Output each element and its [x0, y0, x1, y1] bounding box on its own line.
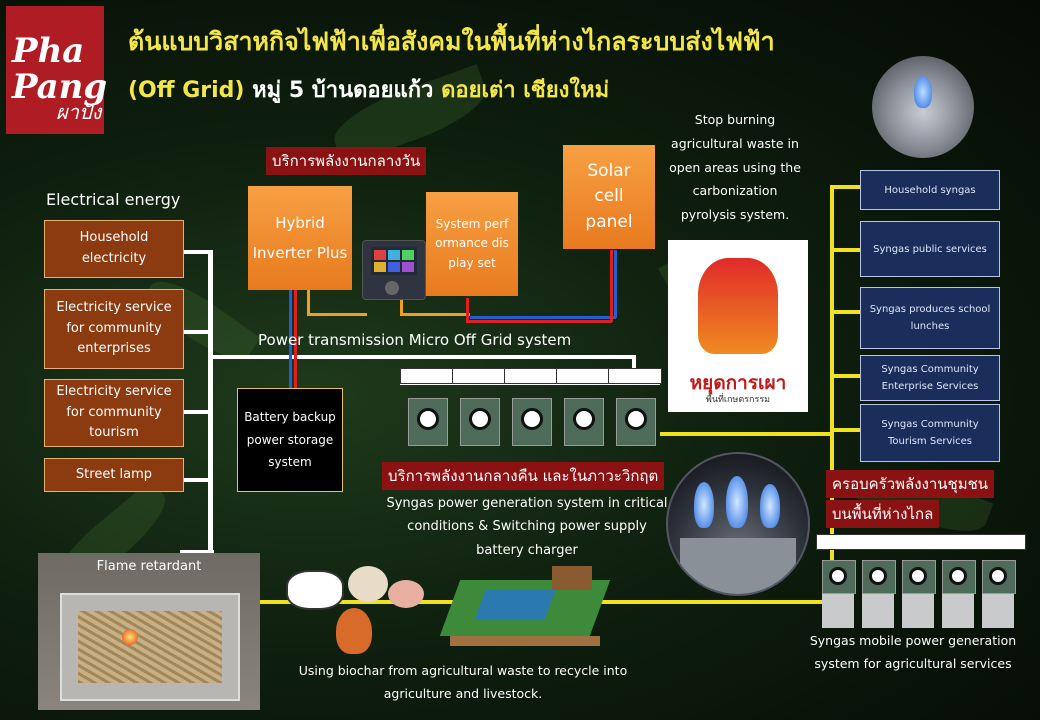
- daytime-service-tag: บริการพลังงานกลางวัน: [266, 147, 427, 175]
- battery-storage-box: Battery backup power storage system: [237, 388, 343, 492]
- street-lamp-box: Street lamp: [44, 458, 184, 492]
- farm-illustration: [439, 560, 611, 650]
- community-energy-tag-2: บนพื้นที่ห่างไกล: [826, 500, 940, 528]
- syngas-bus-line: [830, 185, 834, 610]
- flame-retardant-photo: Flame retardant: [38, 553, 260, 710]
- night-service-tag: บริการพลังงานกลางคืน และในภาวะวิกฤต: [382, 462, 665, 490]
- community-enterprise-electricity-box: Electricity service for community enterp…: [44, 289, 184, 369]
- electrical-energy-heading: Electrical energy: [46, 190, 181, 209]
- sheep-icon: [348, 566, 388, 602]
- household-electricity-box: Household electricity: [44, 220, 184, 278]
- logo-line2: Pang: [12, 67, 108, 107]
- stop-burning-text: Stop burning agricultural waste in open …: [669, 112, 801, 222]
- blue-flame-icon: [914, 76, 932, 108]
- solar-cell-panel-box: Solar cell panel: [563, 145, 655, 249]
- syngas-enterprise-box: Syngas Community Enterprise Services: [860, 355, 1000, 401]
- flame-retardant-label: Flame retardant: [96, 559, 202, 574]
- generator-unit-row: [400, 368, 662, 452]
- syngas-school-lunch-box: Syngas produces school lunches: [860, 287, 1000, 349]
- community-tourism-electricity-box: Electricity service for community touris…: [44, 379, 184, 447]
- title-line2: (Off Grid) หมู่ 5 บ้านดอยแก้ว ดอยเต่า เช…: [128, 78, 610, 103]
- syngas-tourism-box: Syngas Community Tourism Services: [860, 404, 1000, 462]
- chicken-icon: [336, 608, 372, 654]
- hybrid-inverter-box: Hybrid Inverter Plus: [248, 186, 352, 290]
- livestock-illustration: [270, 560, 430, 660]
- title-line1: ต้นแบบวิสาหกิจไฟฟ้าเพื่อสังคมในพื้นที่ห่…: [128, 27, 775, 56]
- community-energy-tag-1: ครอบครัวพลังงานชุมชน: [826, 470, 995, 498]
- micro-grid-line: [208, 355, 636, 359]
- mobile-generator-row: [816, 534, 1026, 630]
- power-transmission-label: Power transmission Micro Off Grid system: [258, 331, 572, 349]
- pig-icon: [388, 580, 424, 608]
- system-display-set-box: System performance display set: [426, 192, 518, 296]
- burner-photo: [872, 56, 974, 158]
- fire-icon: [122, 629, 138, 645]
- left-bus-line: [208, 250, 213, 555]
- logo-line3: ผาปัง: [56, 100, 102, 124]
- stop-burning-logo: หยุดการเผา พื้นที่เกษตรกรรม: [668, 240, 808, 412]
- syngas-flame-photo: [666, 452, 810, 596]
- household-syngas-box: Household syngas: [860, 170, 1000, 210]
- syngas-public-services-box: Syngas public services: [860, 221, 1000, 277]
- logo-line1: Pha: [12, 31, 85, 71]
- hand-icon: [698, 258, 778, 354]
- display-device-icon: [362, 240, 426, 300]
- syngas-generation-text: Syngas power generation system in critic…: [386, 496, 668, 558]
- pha-pang-logo: Pha Pang ผาปัง: [6, 6, 108, 134]
- mobile-generation-text: Syngas mobile power generation system fo…: [809, 633, 1017, 671]
- cow-icon: [286, 570, 344, 610]
- biochar-text: Using biochar from agricultural waste to…: [298, 663, 628, 701]
